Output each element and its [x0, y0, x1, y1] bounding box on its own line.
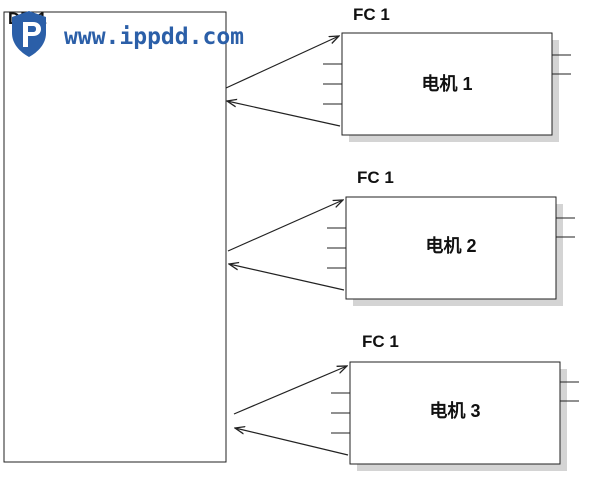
fc-block-1-output-pins	[552, 54, 571, 75]
fc-block-3: FC 1 电机 3	[331, 332, 579, 471]
fc-block-2-input-pins	[327, 227, 346, 269]
fc-label-1: FC 1	[353, 5, 390, 24]
connector-fc-2-to-db	[229, 264, 345, 291]
watermark-logo-icon	[12, 11, 46, 57]
connector-fc-3-to-db	[235, 428, 349, 456]
motor-label-3: 电机 3	[429, 400, 480, 421]
fc-block-1: FC 1 电机 1	[323, 5, 571, 142]
fc-block-3-input-pins	[331, 392, 350, 434]
watermark-url: www.ippdd.com	[64, 24, 244, 50]
db-block: DB 1	[3, 9, 227, 463]
connector-db-to-fc-3	[233, 366, 347, 415]
db-block-rect	[3, 11, 227, 463]
fc-block-3-output-pins	[560, 381, 579, 402]
fc-block-1-input-pins	[323, 63, 342, 105]
fc-block-3-rect	[349, 361, 561, 465]
fc-label-3: FC 1	[362, 332, 399, 351]
fc-block-1-rect	[341, 32, 553, 136]
fc-label-2: FC 1	[357, 168, 394, 187]
fc-block-2-rect	[345, 196, 557, 300]
connector-db-to-fc-1	[225, 36, 339, 89]
watermark: www.ippdd.com	[12, 11, 244, 57]
motor-label-2: 电机 2	[425, 235, 476, 256]
motor-label-1: 电机 1	[421, 73, 472, 94]
fc-block-2-output-pins	[556, 217, 575, 238]
connector-db-to-fc-2	[227, 200, 343, 252]
fc-block-2: FC 1 电机 2	[327, 168, 575, 306]
connectors	[225, 36, 349, 456]
connector-fc-1-to-db	[227, 101, 341, 127]
